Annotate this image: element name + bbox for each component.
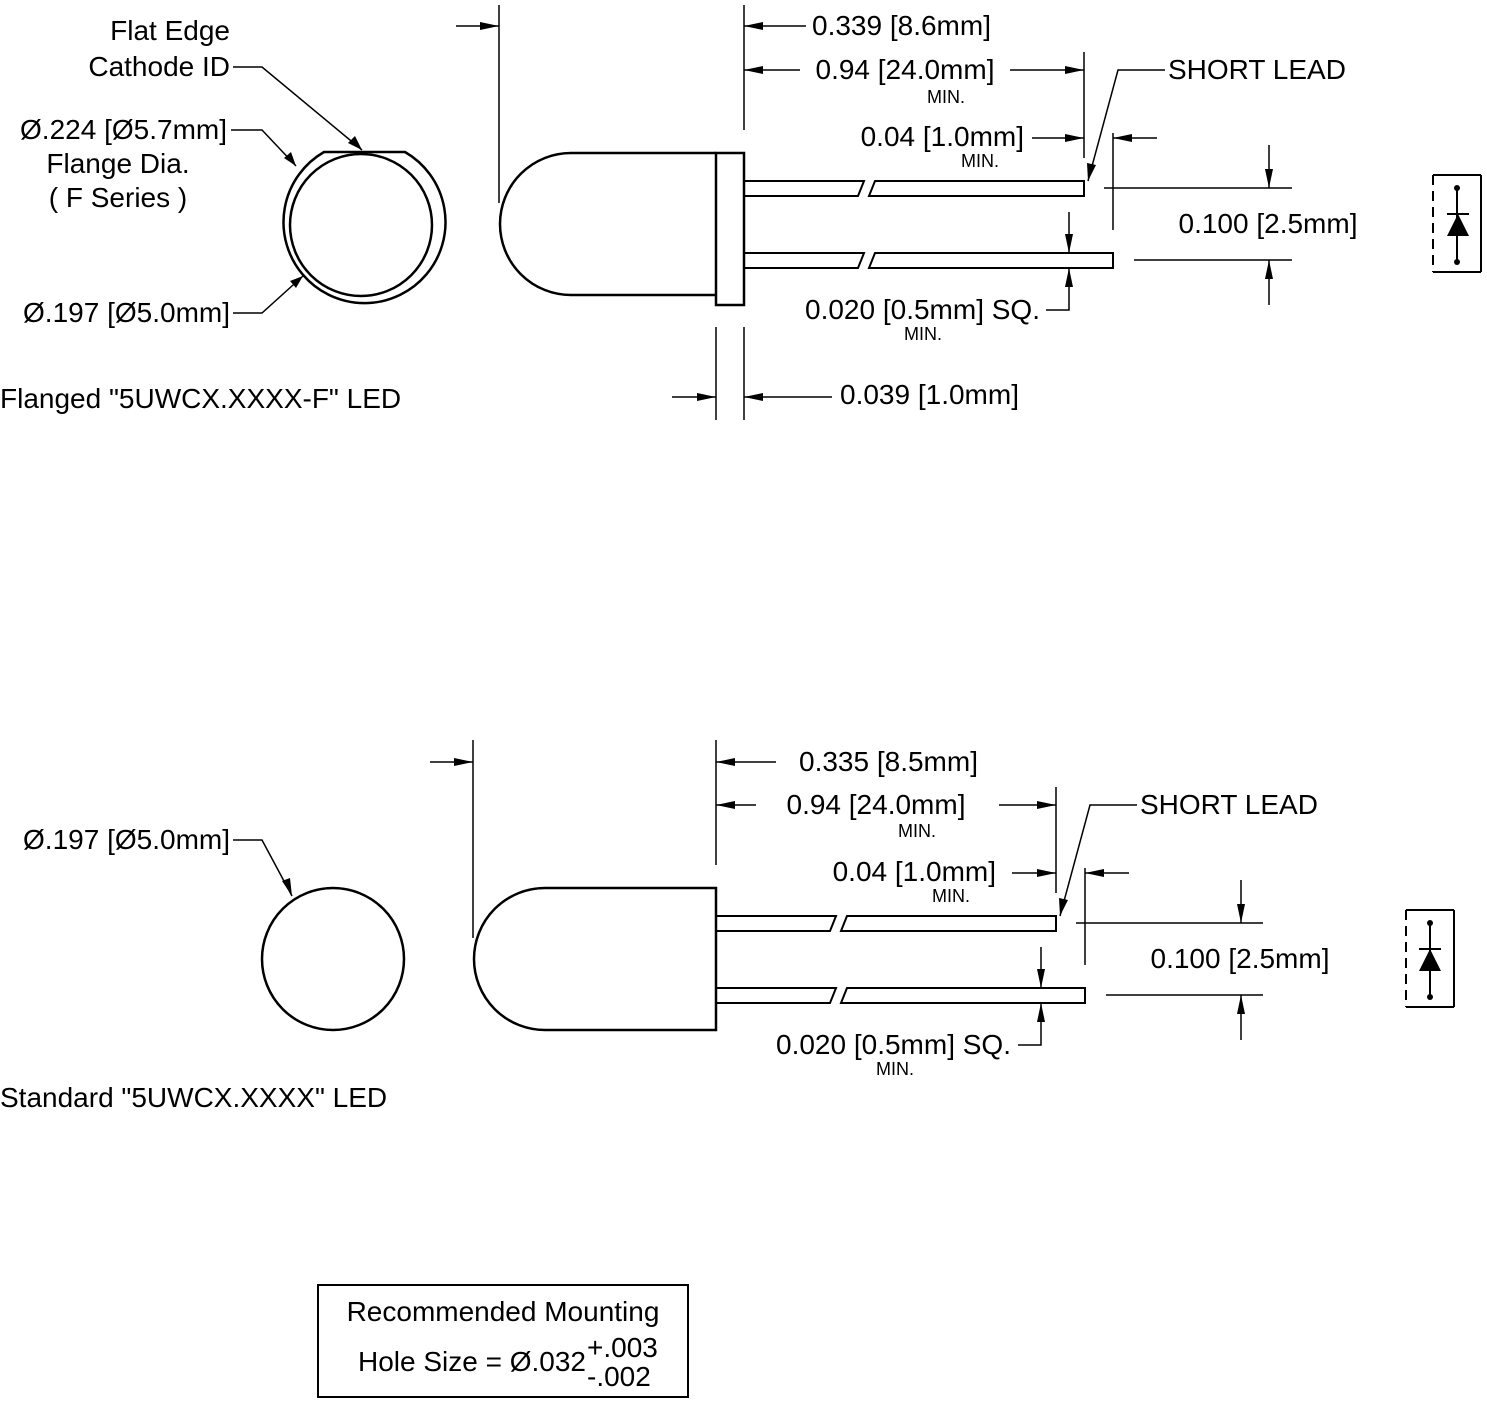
std-dim-04-min: MIN. bbox=[932, 886, 970, 906]
std-dim-100-bot-arrow bbox=[1237, 995, 1245, 1014]
dim-04-min: MIN. bbox=[961, 151, 999, 171]
dim-04-label: 0.04 [1.0mm] bbox=[861, 121, 1024, 152]
flat-edge-label-2: Cathode ID bbox=[88, 51, 230, 82]
std-dim-94-right-arrow bbox=[1037, 801, 1056, 809]
mounting-box-border bbox=[317, 1284, 689, 1398]
flanged-front-body-circle bbox=[288, 152, 434, 298]
standard-led-drawing: Ø.197 [Ø5.0mm] Standard "5UWCX.XXXX" LED… bbox=[0, 740, 1455, 1113]
standard-front-body-circle bbox=[260, 886, 406, 1032]
flanged-short-lead-a bbox=[744, 180, 866, 197]
std-dim-020-bot-arrow bbox=[1037, 1003, 1045, 1022]
standard-side-body bbox=[472, 886, 718, 1032]
std-dim-94-label: 0.94 [24.0mm] bbox=[787, 789, 966, 820]
dim-94-right-arrow bbox=[1065, 66, 1084, 74]
flanged-front-flange-outline bbox=[282, 150, 447, 305]
flanged-short-lead-b bbox=[867, 180, 1085, 197]
flanged-short-lead-leader bbox=[1087, 69, 1165, 182]
dim-020-min: MIN. bbox=[904, 324, 942, 344]
flange-dia-label-1: Ø.224 [Ø5.7mm] bbox=[20, 114, 227, 145]
standard-short-lead-b bbox=[839, 915, 1057, 932]
std-dim-100-label: 0.100 [2.5mm] bbox=[1151, 943, 1330, 974]
flange-dia-label-3: ( F Series ) bbox=[49, 182, 187, 213]
std-dim-020-bot-line bbox=[1018, 1003, 1042, 1046]
flanged-body-dia-arrow bbox=[290, 276, 303, 288]
mounting-note-box: Recommended Mounting Hole Size = Ø.032 +… bbox=[317, 1284, 689, 1398]
dim-335-label: 0.335 [8.5mm] bbox=[799, 746, 978, 777]
dim-100-bot-arrow bbox=[1265, 260, 1273, 279]
dim-020-bot-line bbox=[1046, 268, 1070, 311]
mounting-line-1: Recommended Mounting bbox=[347, 1296, 660, 1327]
dim-339-label: 0.339 [8.6mm] bbox=[812, 10, 991, 41]
dim-04-left-arrow bbox=[1065, 134, 1084, 142]
standard-short-lead-leader bbox=[1059, 804, 1137, 917]
flat-edge-label-1: Flat Edge bbox=[110, 15, 230, 46]
standard-led-diode-symbol-icon bbox=[1405, 909, 1455, 1008]
std-dim-94-left-arrow bbox=[716, 801, 735, 809]
standard-body-dia-arrow bbox=[282, 878, 292, 896]
standard-long-lead-a bbox=[716, 987, 838, 1004]
dim-335-right-arrow bbox=[716, 758, 735, 766]
std-dim-100-top-arrow bbox=[1237, 904, 1245, 923]
standard-short-lead-a bbox=[716, 915, 838, 932]
standard-short-lead-label: SHORT LEAD bbox=[1140, 789, 1318, 820]
flanged-side-flange bbox=[714, 151, 746, 307]
flanged-long-lead-a bbox=[744, 252, 866, 269]
dim-04-right-arrow bbox=[1113, 134, 1132, 142]
flanged-led-diode-symbol-icon bbox=[1432, 174, 1482, 273]
dim-020-top-arrow bbox=[1065, 234, 1073, 253]
flanged-body-dia-label: Ø.197 [Ø5.0mm] bbox=[23, 297, 230, 328]
flat-edge-arrow bbox=[348, 136, 362, 150]
std-dim-94-min: MIN. bbox=[898, 821, 936, 841]
dim-94-label: 0.94 [24.0mm] bbox=[816, 54, 995, 85]
flat-edge-leader bbox=[233, 66, 363, 151]
flanged-short-lead-arrow bbox=[1087, 163, 1096, 181]
flanged-side-body bbox=[498, 151, 716, 297]
standard-long-lead-b bbox=[839, 987, 1086, 1004]
dim-100-top-arrow bbox=[1265, 169, 1273, 188]
flanged-long-lead-b bbox=[867, 252, 1114, 269]
dim-039-label: 0.039 [1.0mm] bbox=[840, 379, 1019, 410]
flange-dia-label-2: Flange Dia. bbox=[46, 148, 189, 179]
dim-039-left-arrow bbox=[697, 393, 716, 401]
dim-020-label: 0.020 [0.5mm] SQ. bbox=[805, 294, 1040, 325]
standard-body-dia-leader bbox=[233, 839, 293, 897]
flanged-caption: Flanged "5UWCX.XXXX-F" LED bbox=[0, 383, 401, 414]
dim-020-bot-arrow bbox=[1065, 268, 1073, 287]
standard-body-dia-label: Ø.197 [Ø5.0mm] bbox=[23, 824, 230, 855]
std-dim-04-right-arrow bbox=[1085, 869, 1104, 877]
dim-339-left-arrow bbox=[480, 22, 499, 30]
flanged-led-drawing: Flat Edge Cathode ID Ø.224 [Ø5.7mm] Flan… bbox=[0, 5, 1482, 420]
std-dim-04-left-arrow bbox=[1037, 869, 1056, 877]
mounting-tol-minus: -.002 bbox=[587, 1361, 651, 1392]
dim-100-label: 0.100 [2.5mm] bbox=[1179, 208, 1358, 239]
dim-039-right-arrow bbox=[744, 393, 763, 401]
mounting-line-2: Hole Size = Ø.032 bbox=[358, 1346, 586, 1377]
std-dim-020-min: MIN. bbox=[876, 1059, 914, 1079]
dim-94-left-arrow bbox=[744, 66, 763, 74]
std-dim-04-label: 0.04 [1.0mm] bbox=[833, 856, 996, 887]
std-dim-020-label: 0.020 [0.5mm] SQ. bbox=[776, 1029, 1011, 1060]
mounting-tol-plus: +.003 bbox=[587, 1332, 658, 1363]
flange-dia-arrow bbox=[284, 152, 296, 166]
standard-caption: Standard "5UWCX.XXXX" LED bbox=[0, 1082, 387, 1113]
dim-339-right-arrow bbox=[744, 22, 763, 30]
dim-335-left-arrow bbox=[454, 758, 473, 766]
flanged-body-dia-leader bbox=[233, 275, 304, 314]
std-dim-020-top-arrow bbox=[1037, 969, 1045, 988]
flange-dia-leader bbox=[231, 129, 297, 167]
flanged-short-lead-label: SHORT LEAD bbox=[1168, 54, 1346, 85]
dim-94-min: MIN. bbox=[927, 87, 965, 107]
standard-short-lead-arrow bbox=[1059, 898, 1068, 916]
